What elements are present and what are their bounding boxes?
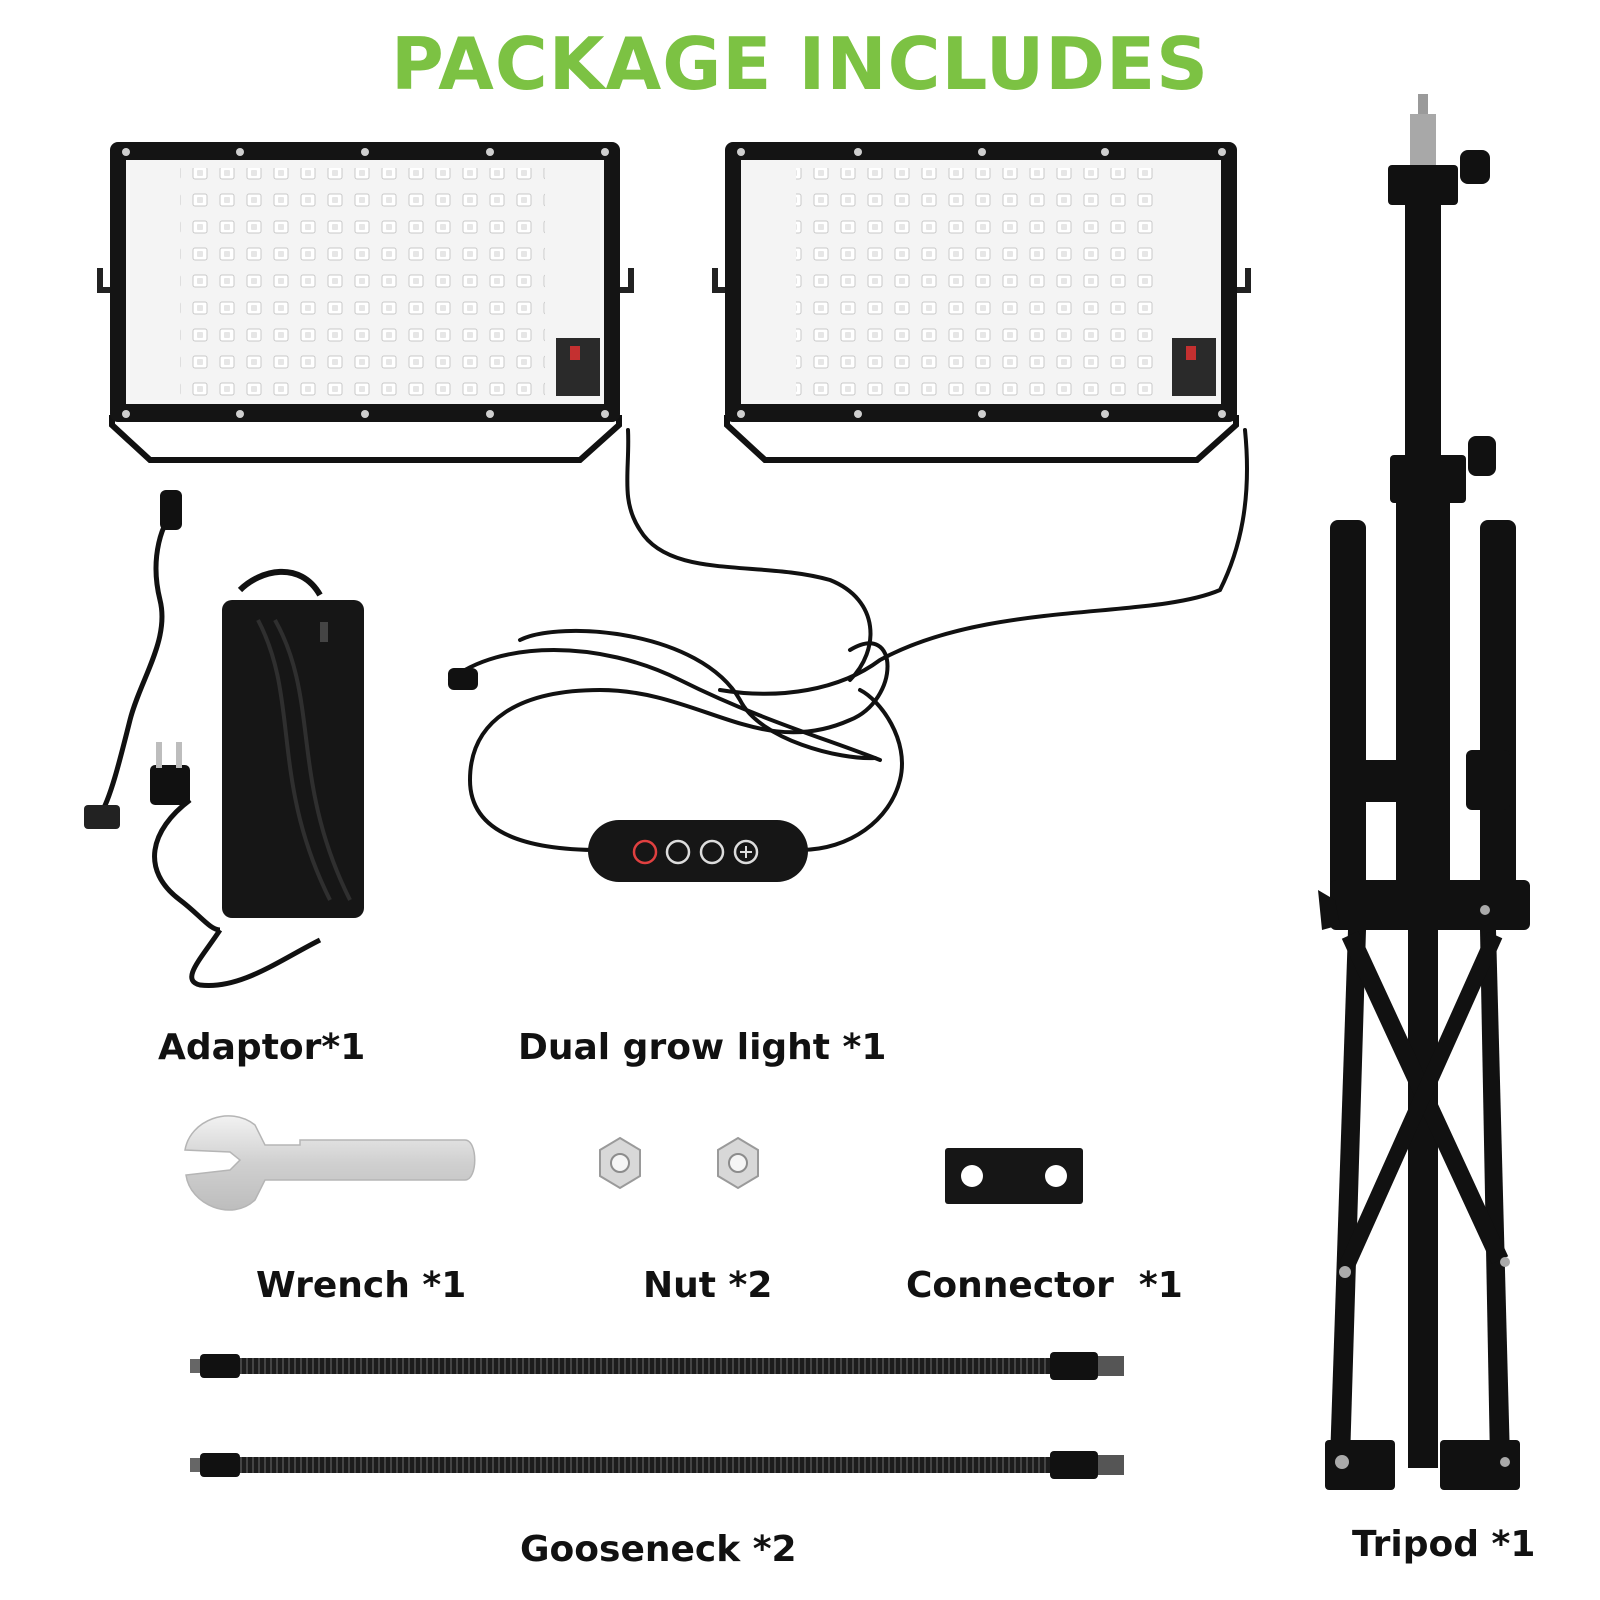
tripod-label: Tripod *1 <box>1352 1524 1536 1565</box>
wrench <box>184 1115 476 1211</box>
connector-label: Connector *1 <box>906 1265 1183 1306</box>
nut-2 <box>717 1136 759 1190</box>
light-cables <box>448 428 1249 852</box>
dual-grow-light-label: Dual grow light *1 <box>518 1027 887 1068</box>
nut-label: Nut *2 <box>643 1265 773 1306</box>
power-icon <box>632 839 658 865</box>
gooseneck-1 <box>190 1352 1124 1380</box>
tripod <box>1318 94 1530 1490</box>
timer-icon <box>665 839 691 865</box>
dimmer-controller <box>588 820 808 882</box>
nut-1 <box>599 1136 641 1190</box>
grow-light-panel-right <box>712 142 1251 463</box>
grow-light-panel-left <box>97 142 634 463</box>
wrench-label: Wrench *1 <box>256 1265 467 1306</box>
cable-plug <box>448 668 478 690</box>
gooseneck-label: Gooseneck *2 <box>520 1529 797 1570</box>
power-adaptor <box>84 490 364 989</box>
page-title: PACKAGE INCLUDES <box>390 22 1210 106</box>
connector-plate <box>945 1148 1083 1204</box>
cycle-icon <box>699 839 725 865</box>
gooseneck-2 <box>190 1451 1124 1479</box>
adaptor-label: Adaptor*1 <box>158 1027 366 1068</box>
plus-icon <box>733 839 759 865</box>
